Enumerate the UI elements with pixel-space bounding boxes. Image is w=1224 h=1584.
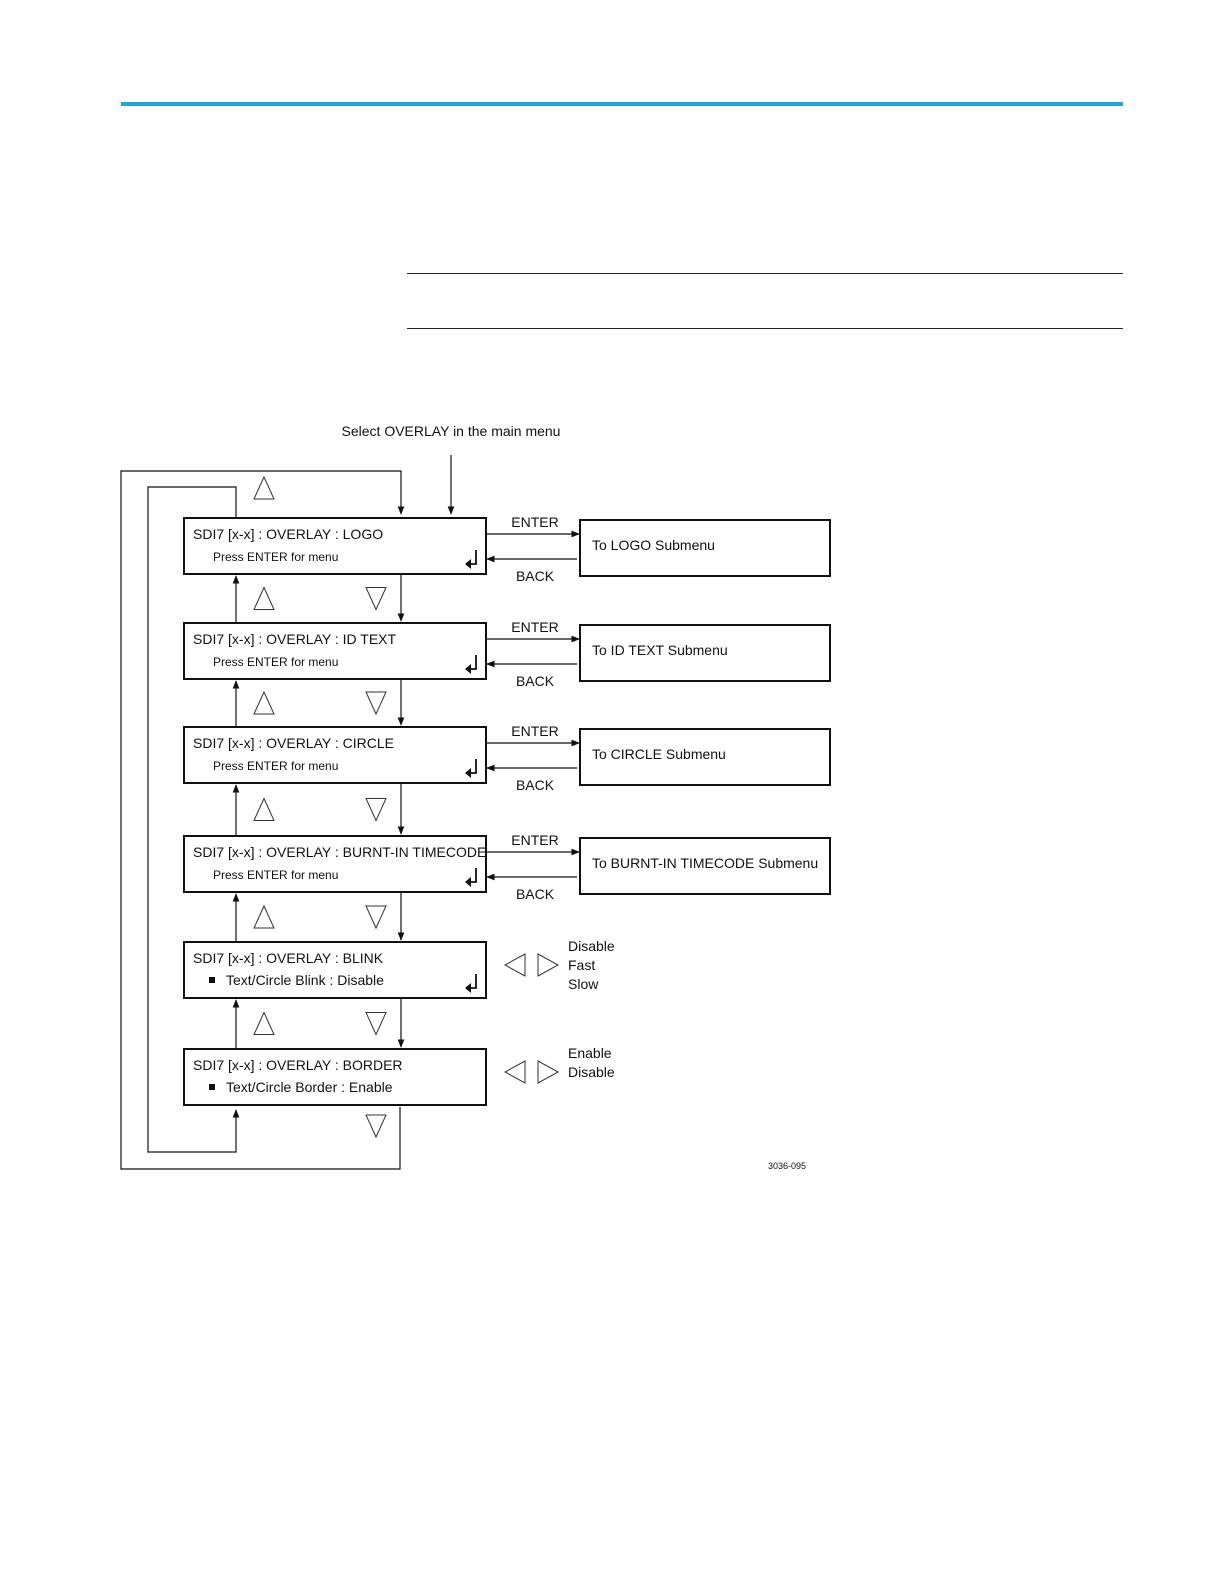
- enter-key-icon-head: [465, 559, 471, 569]
- option-label: Slow: [568, 976, 599, 992]
- menu-box: [183, 622, 487, 680]
- option-label: Disable: [568, 938, 615, 954]
- bullet-icon: [209, 977, 215, 983]
- down-arrow-icon: [365, 587, 387, 611]
- menu-title: SDI7 [x-x] : OVERLAY : CIRCLE: [193, 735, 394, 751]
- down-arrow-icon: [365, 798, 387, 822]
- menu-title: SDI7 [x-x] : OVERLAY : ID TEXT: [193, 631, 397, 647]
- submenu-box: [579, 728, 831, 786]
- menu-box: [183, 726, 487, 784]
- menu-hint: Press ENTER for menu: [213, 759, 338, 773]
- menu-hint: Press ENTER for menu: [213, 655, 338, 669]
- submenu-label: To LOGO Submenu: [592, 537, 715, 553]
- submenu-label: To ID TEXT Submenu: [592, 642, 728, 658]
- submenu-box: [579, 624, 831, 682]
- menu-hint: Press ENTER for menu: [213, 868, 338, 882]
- menu-box: [183, 941, 487, 999]
- submenu-label: To BURNT-IN TIMECODE Submenu: [592, 855, 818, 871]
- enter-key-icon-head: [465, 877, 471, 887]
- menu-hint: Press ENTER for menu: [213, 550, 338, 564]
- back-label: BACK: [516, 673, 555, 689]
- submenu-label: To CIRCLE Submenu: [592, 746, 726, 762]
- menu-title: SDI7 [x-x] : OVERLAY : LOGO: [193, 526, 383, 542]
- enter-label: ENTER: [511, 514, 558, 530]
- up-arrow-icon: [253, 904, 275, 929]
- left-arrow-icon: [503, 953, 526, 977]
- back-label: BACK: [516, 777, 555, 793]
- up-arrow-icon: [253, 690, 275, 715]
- menu-title: SDI7 [x-x] : OVERLAY : BURNT-IN TIMECODE: [193, 844, 486, 860]
- up-arrow-icon: [253, 797, 275, 821]
- back-label: BACK: [516, 886, 555, 902]
- header-rule: [121, 102, 1123, 106]
- option-label: Fast: [568, 957, 595, 973]
- menu-title: SDI7 [x-x] : OVERLAY : BLINK: [193, 950, 384, 966]
- wrap-down-loop: [120, 470, 405, 1170]
- submenu-box: [579, 519, 831, 577]
- entry-label: Select OVERLAY in the main menu: [342, 423, 561, 439]
- wrap-up-loop: [147, 486, 240, 1153]
- left-arrow-icon: [503, 1060, 526, 1084]
- up-arrow-icon: [253, 475, 275, 500]
- down-arrow-icon: [365, 1012, 387, 1036]
- menu-box: [183, 517, 487, 575]
- enter-label: ENTER: [511, 619, 558, 635]
- enter-key-icon-head: [465, 768, 471, 778]
- submenu-box: [579, 837, 831, 895]
- menu-setting: Text/Circle Border : Enable: [226, 1079, 393, 1095]
- enter-key-icon-head: [465, 664, 471, 674]
- up-arrow-icon: [253, 586, 275, 610]
- down-arrow-icon: [365, 691, 387, 716]
- note-divider-top: [407, 273, 1123, 274]
- option-label: Disable: [568, 1064, 615, 1080]
- right-arrow-icon: [537, 953, 560, 977]
- note-divider-bottom: [407, 328, 1123, 329]
- menu-setting: Text/Circle Blink : Disable: [226, 972, 384, 988]
- menu-box: [183, 835, 487, 893]
- up-arrow-icon: [253, 1011, 275, 1035]
- enter-key-icon-head: [465, 983, 471, 993]
- enter-label: ENTER: [511, 832, 558, 848]
- right-arrow-icon: [537, 1060, 560, 1084]
- down-arrow-icon: [365, 905, 387, 930]
- down-arrow-icon: [365, 1114, 387, 1139]
- menu-box: [183, 1048, 487, 1106]
- figure-id: 3036-095: [768, 1161, 806, 1171]
- enter-label: ENTER: [511, 723, 558, 739]
- option-label: Enable: [568, 1045, 612, 1061]
- menu-title: SDI7 [x-x] : OVERLAY : BORDER: [193, 1057, 403, 1073]
- bullet-icon: [209, 1084, 215, 1090]
- back-label: BACK: [516, 568, 555, 584]
